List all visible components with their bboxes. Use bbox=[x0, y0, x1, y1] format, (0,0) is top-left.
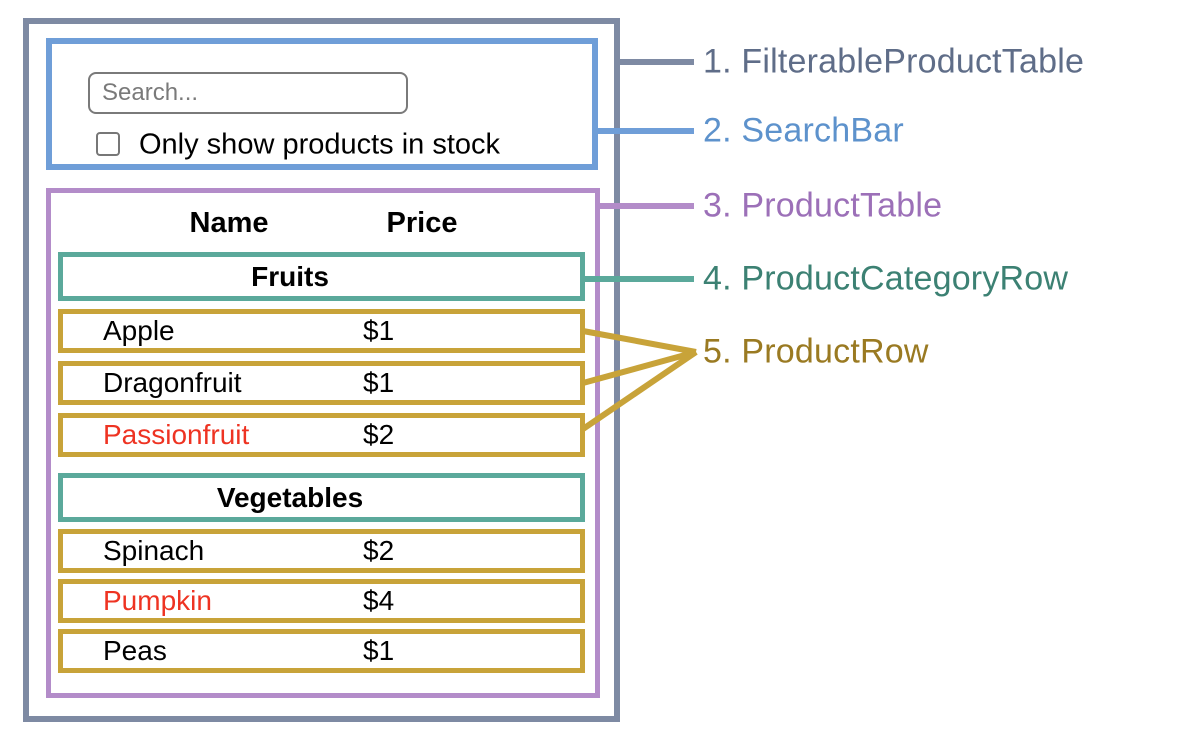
legend-product-table: 3. ProductTable bbox=[703, 186, 943, 225]
product-name: Dragonfruit bbox=[103, 367, 242, 398]
legend-search-bar: 2. SearchBar bbox=[703, 111, 904, 150]
in-stock-checkbox-label: Only show products in stock bbox=[139, 128, 501, 161]
product-name: Apple bbox=[103, 315, 175, 346]
product-row-peas: Peas $1 bbox=[58, 629, 585, 673]
category-row-fruits: Fruits bbox=[58, 252, 585, 301]
product-row-pumpkin: Pumpkin $4 bbox=[58, 579, 585, 623]
product-row-dragonfruit: Dragonfruit $1 bbox=[58, 361, 585, 405]
product-name: Pumpkin bbox=[103, 585, 212, 616]
product-price: $1 bbox=[363, 635, 395, 666]
legend-filterable-product-table: 1. FilterableProductTable bbox=[703, 42, 1085, 81]
product-price: $2 bbox=[363, 535, 395, 566]
search-input[interactable] bbox=[88, 72, 408, 114]
product-price: $2 bbox=[363, 419, 395, 450]
product-row-passionfruit: Passionfruit $2 bbox=[58, 413, 585, 457]
category-label: Fruits bbox=[251, 260, 329, 292]
category-row-vegetables: Vegetables bbox=[58, 473, 585, 522]
legend-product-category-row: 4. ProductCategoryRow bbox=[703, 259, 1069, 298]
product-name: Passionfruit bbox=[103, 419, 250, 450]
column-header-price: Price bbox=[386, 207, 458, 239]
product-price: $1 bbox=[363, 315, 395, 346]
column-header-name: Name bbox=[189, 207, 269, 239]
product-price: $4 bbox=[363, 585, 395, 616]
category-label: Vegetables bbox=[216, 481, 364, 513]
product-row-spinach: Spinach $2 bbox=[58, 529, 585, 573]
in-stock-checkbox[interactable] bbox=[96, 132, 120, 156]
product-name: Peas bbox=[103, 635, 167, 666]
product-price: $1 bbox=[363, 367, 395, 398]
legend-product-row: 5. ProductRow bbox=[703, 332, 929, 371]
product-name: Spinach bbox=[103, 535, 205, 566]
product-row-apple: Apple $1 bbox=[58, 309, 585, 353]
